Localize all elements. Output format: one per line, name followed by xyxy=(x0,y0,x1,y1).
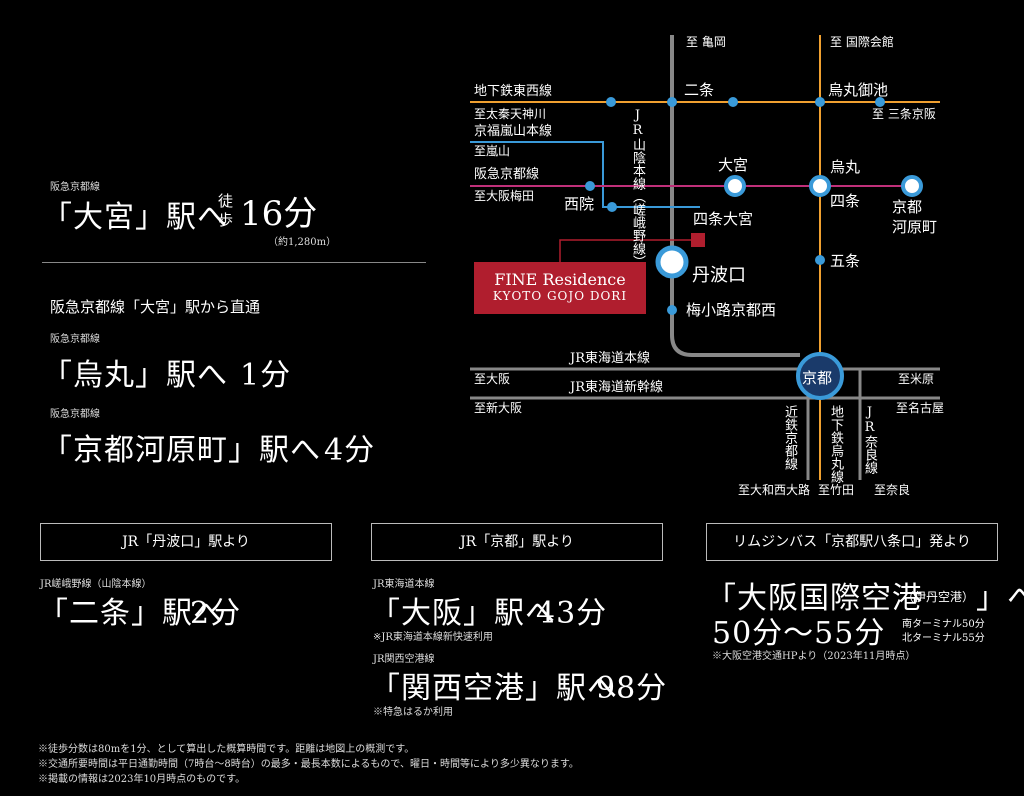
dir-kameoka: 至 亀岡 xyxy=(686,35,726,49)
footnote-1: ※徒歩分数は80mを1分、として算出した概算時間です。距離は地図上の概測です。 xyxy=(38,744,415,755)
karasuma-label: 烏丸 xyxy=(830,158,860,176)
dir-shin-osaka: 至新大阪 xyxy=(474,400,522,415)
shinkansen-label: JR東海道新幹線 xyxy=(568,379,663,395)
footnote-2: ※交通所要時間は平日通勤時間（7時台〜8時台）の最多・最長本数によるもので、曜日… xyxy=(38,759,579,770)
property-box: FINE Residence KYOTO GOJO DORI xyxy=(474,262,646,314)
left-divider xyxy=(42,262,426,263)
kawaramachi-label-1: 京都 xyxy=(892,198,922,216)
saiin-dot xyxy=(585,181,595,191)
dir-maibara: 至米原 xyxy=(898,372,934,386)
kawaramachi-station xyxy=(901,175,923,197)
karasuma-oike-dot xyxy=(815,97,825,107)
karasuma-oike-label: 烏丸御池 xyxy=(828,81,888,99)
kintetsu-label: 近鉄京都線 xyxy=(782,405,797,470)
s3-time: 4分 xyxy=(324,433,376,468)
col3-end: 」へ xyxy=(976,581,1024,616)
kawaramachi-label-2: 河原町 xyxy=(892,218,937,236)
s1-distance: （約1,280m） xyxy=(268,237,337,248)
umekoji-label: 梅小路京都西 xyxy=(686,301,776,319)
footnote-3: ※掲載の情報は2023年10月時点のものです。 xyxy=(38,774,246,785)
s1-name: 「大宮」駅へ xyxy=(42,200,228,235)
col1-line: JR嵯峨野線（山陰本線） xyxy=(40,579,152,590)
shijo-label: 四条 xyxy=(830,192,860,210)
dir-umeda: 至大阪梅田 xyxy=(474,188,534,203)
dir-yamato: 至大和西大路 xyxy=(738,482,810,497)
dir-takeda: 至竹田 xyxy=(818,483,854,497)
tambaguchi-label: 丹波口 xyxy=(692,265,746,286)
col2-time: 43分 xyxy=(536,596,608,631)
gojo-label: 五条 xyxy=(830,252,860,270)
tozai-dot-1 xyxy=(606,97,616,107)
col2-line: JR東海道本線 xyxy=(373,579,435,590)
s3-line: 阪急京都線 xyxy=(50,409,100,420)
dir-kokusaikaikan: 至 国際会館 xyxy=(830,34,894,49)
hankyu-label: 阪急京都線 xyxy=(474,166,539,182)
col3-time: 50分〜55分 xyxy=(712,616,886,651)
property-marker xyxy=(691,233,705,247)
col2-name: 「大阪」駅へ xyxy=(370,596,556,631)
property-pointer xyxy=(559,239,698,270)
dir-uzumasa: 至太秦天神川 xyxy=(474,106,546,121)
s1-line: 阪急京都線 xyxy=(50,182,100,193)
tambaguchi-station xyxy=(655,245,689,279)
dir-nara: 至奈良 xyxy=(874,482,910,497)
property-name: FINE Residence xyxy=(494,270,626,289)
tokaido-label: JR東海道本線 xyxy=(568,350,650,366)
kyoto-label: 京都 xyxy=(802,369,832,387)
col3-south: 南ターミナル50分 xyxy=(902,619,985,630)
col1-time: 2分 xyxy=(190,596,242,631)
col2-note: ※JR東海道本線新快速利用 xyxy=(373,632,493,643)
dir-arashiyama: 至嵐山 xyxy=(474,144,510,158)
col2-name2: 「関西空港」駅へ xyxy=(370,671,618,706)
s2-line: 阪急京都線 xyxy=(50,334,100,345)
s1-time: 16分 xyxy=(240,194,318,234)
col3-name: 「大阪国際空港 xyxy=(706,581,923,616)
karasuma-line-label: 地下鉄烏丸線 xyxy=(828,405,843,483)
col3-note: ※大阪空港交通HPより（2023年11月時点） xyxy=(712,651,916,662)
kyoto-station xyxy=(796,352,844,400)
s2-name: 「烏丸」駅へ xyxy=(42,358,228,393)
keifuku-dot xyxy=(607,202,617,212)
dir-sanjo: 至 三条京阪 xyxy=(872,107,936,121)
nijo-label: 二条 xyxy=(684,81,714,99)
karasuma-station xyxy=(809,175,831,197)
col3-paren: （伊丹空港） xyxy=(902,590,975,604)
omiya-station xyxy=(724,175,746,197)
saiin-label: 西院 xyxy=(564,195,594,213)
s3-name: 「京都河原町」駅へ xyxy=(42,433,321,468)
nara-line-label: JR奈良線 xyxy=(862,405,877,474)
dir-osaka: 至大阪 xyxy=(474,372,510,386)
gojo-dot xyxy=(815,255,825,265)
keifuku-label: 京福嵐山本線 xyxy=(474,123,552,139)
col2-line2: JR関西空港線 xyxy=(373,654,435,665)
col1-name: 「二条」駅へ xyxy=(38,596,224,631)
keifuku-line xyxy=(470,141,700,208)
umekoji-dot xyxy=(667,305,677,315)
col2-header: JR「京都」駅より xyxy=(371,523,663,561)
nijo-dot xyxy=(667,97,677,107)
tozai-dot-3 xyxy=(875,97,885,107)
col3-header: リムジンバス「京都駅八条口」発より xyxy=(706,523,998,561)
col3-north: 北ターミナル55分 xyxy=(902,633,985,644)
s2-heading: 阪急京都線「大宮」駅から直通 xyxy=(50,298,261,316)
col1-header: JR「丹波口」駅より xyxy=(40,523,332,561)
omiya-label: 大宮 xyxy=(718,156,748,174)
property-sub: KYOTO GOJO DORI xyxy=(492,289,628,303)
jr-sanin-label: JR山陰本線（嵯峨野線） xyxy=(630,108,645,268)
shijo-omiya-label: 四条大宮 xyxy=(693,210,753,228)
tozai-label: 地下鉄東西線 xyxy=(474,83,552,99)
s2-time: 1分 xyxy=(240,358,292,393)
s1-walk1: 徒 xyxy=(218,192,234,210)
dir-nagoya: 至名古屋 xyxy=(896,400,944,415)
col2-note2: ※特急はるか利用 xyxy=(373,707,453,718)
s1-walk2: 歩 xyxy=(218,211,234,229)
col2-time2: 98分 xyxy=(596,671,668,706)
tozai-dot-2 xyxy=(728,97,738,107)
jr-sanin-line xyxy=(670,35,800,357)
